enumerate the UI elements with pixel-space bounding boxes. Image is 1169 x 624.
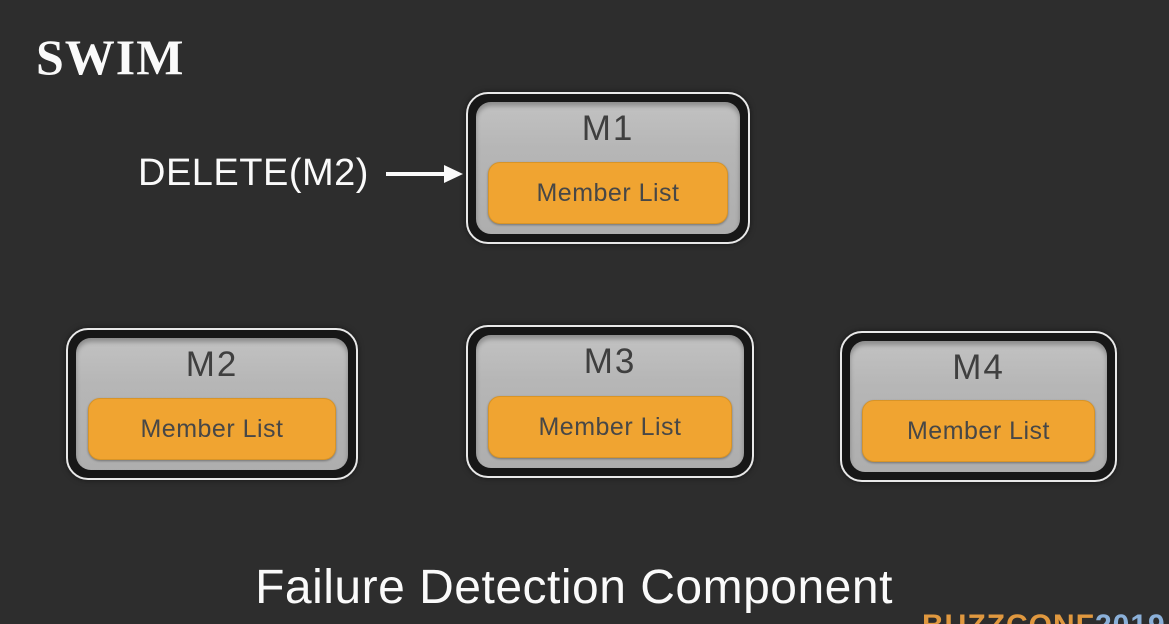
annotation-delete-m2: DELETE(M2): [138, 152, 369, 194]
node-m4: M4 Member List: [840, 331, 1117, 482]
node-m4-title: M4: [952, 348, 1005, 387]
member-list-label: Member List: [140, 414, 284, 443]
slide-caption: Failure Detection Component: [255, 561, 893, 614]
node-m4-body: M4 Member List: [850, 341, 1107, 472]
node-m3-member-list-box: Member List: [488, 396, 732, 458]
node-m2-body: M2 Member List: [76, 338, 348, 470]
node-m3-body: M3 Member List: [476, 335, 744, 468]
node-m4-member-list-box: Member List: [862, 400, 1095, 462]
slide-title: SWIM: [36, 29, 185, 85]
logo-text-primary: BUZZCONF: [922, 609, 1095, 624]
node-m1-body: M1 Member List: [476, 102, 740, 234]
member-list-label: Member List: [538, 412, 682, 441]
member-list-label: Member List: [536, 178, 680, 207]
node-m1-title: M1: [581, 109, 635, 148]
member-list-label: Member List: [906, 416, 1051, 445]
node-m3: M3 Member List: [466, 325, 754, 478]
node-m1-member-list-box: Member List: [488, 162, 728, 224]
node-m1: M1 Member List: [466, 92, 750, 244]
node-m3-title: M3: [583, 342, 637, 381]
logo-text-secondary: 2019: [1095, 609, 1166, 624]
node-m2: M2 Member List: [66, 328, 358, 480]
conference-logo: BUZZCONF2019: [922, 611, 1166, 624]
node-m2-member-list-box: Member List: [88, 398, 336, 460]
node-m2-title: M2: [185, 345, 239, 384]
arrow-right-icon: [386, 165, 463, 183]
